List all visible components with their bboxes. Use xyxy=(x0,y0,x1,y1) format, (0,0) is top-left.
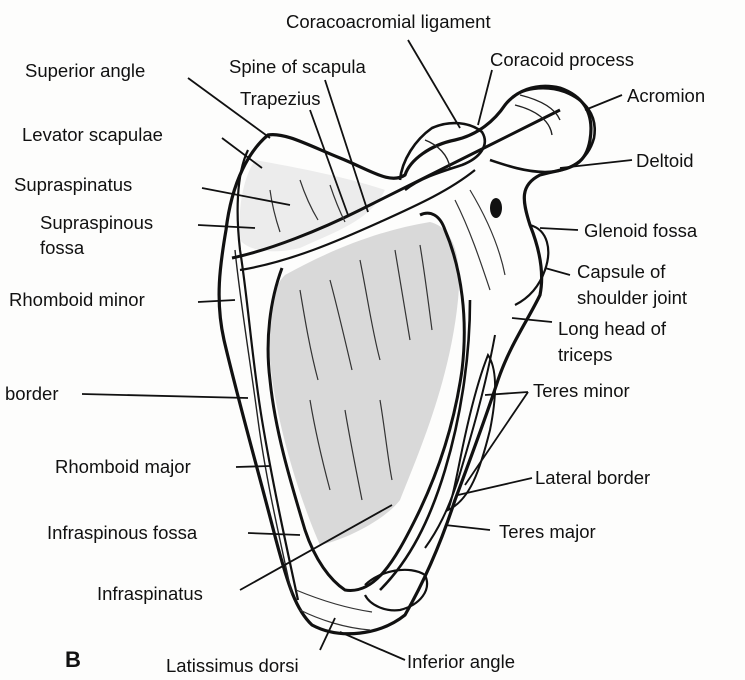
leader-glenoid xyxy=(540,228,578,230)
leader-border xyxy=(82,394,248,398)
infraspinous-shading xyxy=(269,222,460,545)
label-border: border xyxy=(5,383,58,404)
label-acromion: Acromion xyxy=(627,85,705,106)
label-supraspinous-fossa-line2: fossa xyxy=(40,237,84,258)
leader-latissimus xyxy=(320,618,335,650)
label-capsule-line2: shoulder joint xyxy=(577,287,687,308)
label-teres-minor: Teres minor xyxy=(533,380,630,401)
leader-deltoid xyxy=(560,160,632,168)
label-deltoid: Deltoid xyxy=(636,150,694,171)
label-trapezius: Trapezius xyxy=(240,88,321,109)
label-rhomboid-minor: Rhomboid minor xyxy=(9,289,145,310)
label-rhomboid-major: Rhomboid major xyxy=(55,456,191,477)
panel-letter: B xyxy=(65,649,81,670)
label-infraspinous-fossa: Infraspinous fossa xyxy=(47,522,197,543)
acromion-shape xyxy=(490,88,595,172)
leader-infraspinous-fossa xyxy=(248,533,300,535)
label-latissimus-dorsi: Latissimus dorsi xyxy=(166,655,299,676)
leader-rhomboid-major xyxy=(236,466,270,467)
label-supraspinous-fossa-line1: Supraspinous xyxy=(40,212,153,233)
label-glenoid-fossa: Glenoid fossa xyxy=(584,220,697,241)
label-coracoacromial-ligament: Coracoacromial ligament xyxy=(286,11,491,32)
label-levator-scapulae: Levator scapulae xyxy=(22,124,163,145)
label-lateral-border: Lateral border xyxy=(535,467,650,488)
leader-inferior-angle xyxy=(340,632,405,660)
leader-capsule xyxy=(545,268,570,275)
label-capsule-line1: Capsule of xyxy=(577,261,665,282)
leader-teres-minor-2 xyxy=(465,392,528,485)
leader-teres-major xyxy=(445,525,490,530)
label-long-head-line1: Long head of xyxy=(558,318,666,339)
label-inferior-angle: Inferior angle xyxy=(407,651,515,672)
leader-teres-minor-1 xyxy=(485,392,528,395)
label-coracoid-process: Coracoid process xyxy=(490,49,634,70)
label-teres-major: Teres major xyxy=(499,521,596,542)
label-supraspinatus: Supraspinatus xyxy=(14,174,132,195)
glenoid-shape xyxy=(515,225,548,305)
nutrient-foramen xyxy=(490,198,502,218)
label-long-head-line2: triceps xyxy=(558,344,613,365)
leader-coracoid xyxy=(478,70,492,125)
leader-long-head xyxy=(512,318,552,322)
label-infraspinatus: Infraspinatus xyxy=(97,583,203,604)
label-superior-angle: Superior angle xyxy=(25,60,145,81)
label-spine-of-scapula: Spine of scapula xyxy=(229,56,366,77)
leader-coracoacromial xyxy=(408,40,460,128)
leader-rhomboid-minor xyxy=(198,300,235,302)
leader-acromion xyxy=(585,95,622,110)
supraspinous-shading xyxy=(240,160,385,251)
